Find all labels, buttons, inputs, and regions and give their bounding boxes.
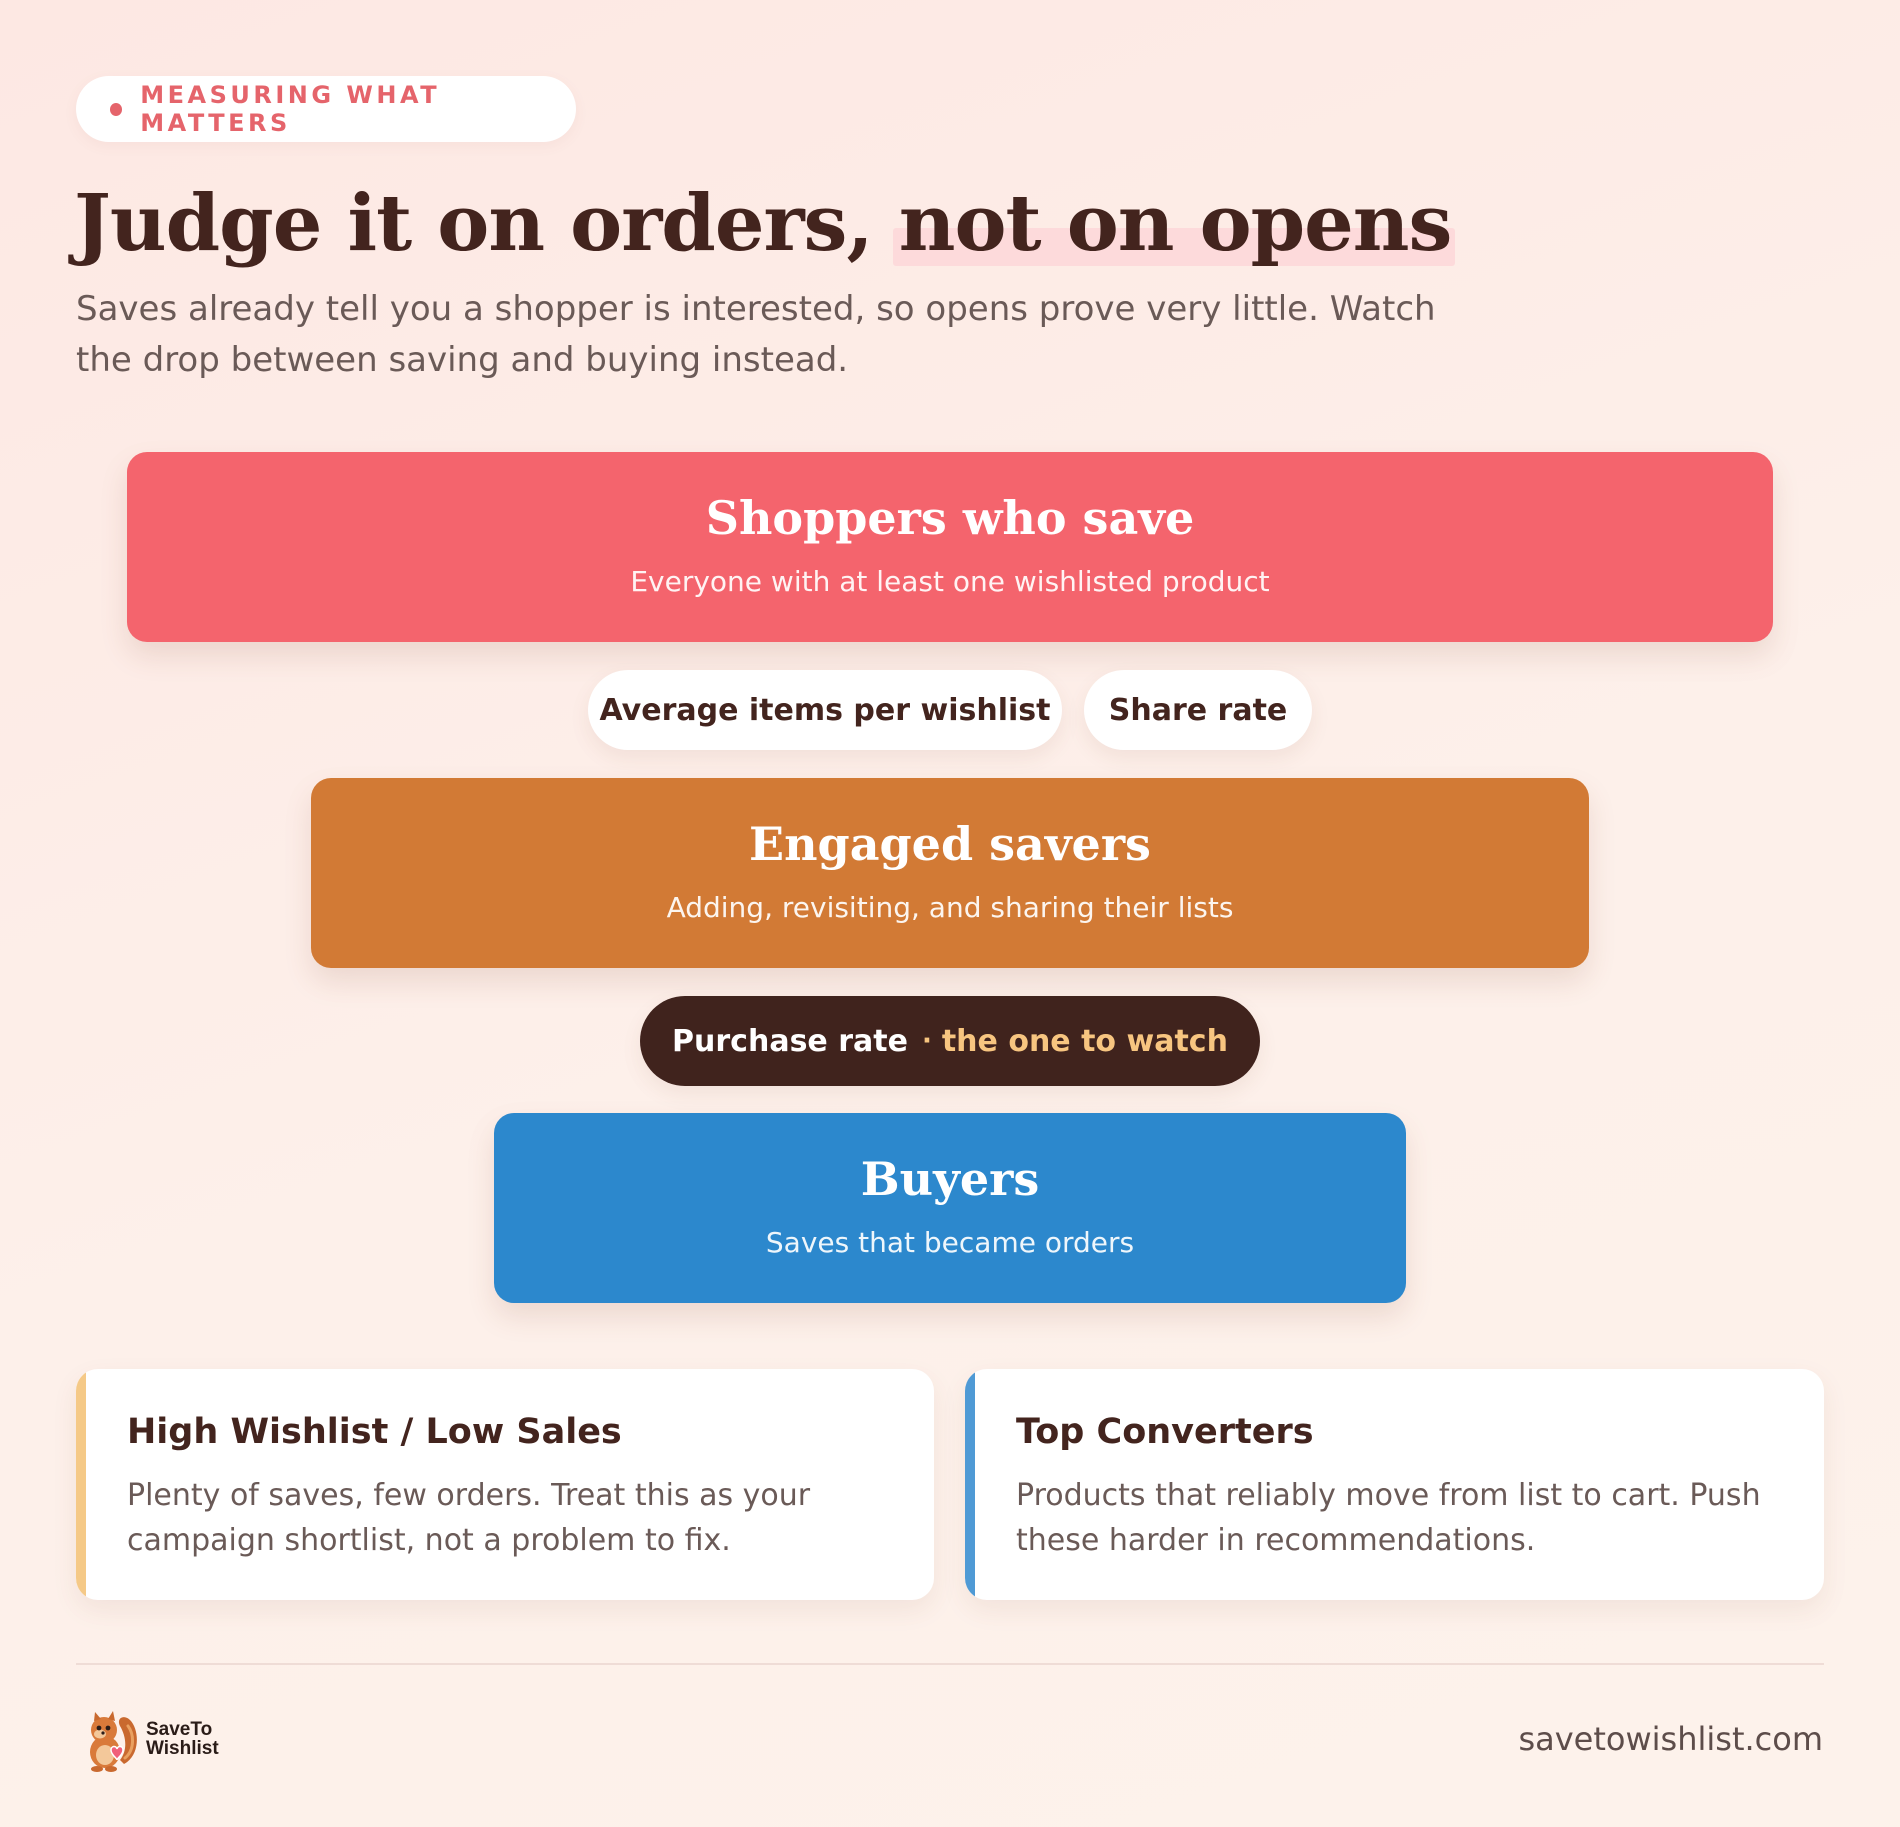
brand-name-line1: SaveTo [146, 1719, 213, 1740]
stage-subtitle: Saves that became orders [765, 1226, 1135, 1259]
card-title: High Wishlist / Low Sales [127, 1412, 622, 1452]
card-accent-bar [965, 1369, 975, 1600]
eyebrow-text: MEASURING WHAT MATTERS [140, 81, 441, 137]
purchase-rate-label: Purchase rate [672, 1023, 908, 1059]
separator-dot: · [921, 1026, 932, 1056]
card-title: Top Converters [1016, 1412, 1314, 1452]
brand-name: SaveTo Wishlist [146, 1720, 219, 1758]
metric-chip-purchase-rate: Purchase rate · the one to watch [640, 996, 1260, 1086]
purchase-rate-accent: the one to watch [941, 1023, 1228, 1059]
site-url-link[interactable]: savetowishlist.com [1518, 1720, 1823, 1758]
footer-divider [76, 1663, 1824, 1665]
card-accent-bar [76, 1369, 86, 1600]
stage-subtitle: Everyone with at least one wishlisted pr… [630, 565, 1270, 598]
metric-chip-average-items: Average items per wishlist [588, 670, 1062, 750]
subtitle: Saves already tell you a shopper is inte… [76, 289, 1436, 380]
brand-logo[interactable]: SaveTo Wishlist [78, 1706, 219, 1772]
card-high-wishlist-low-sales: High Wishlist / Low Sales Plenty of save… [76, 1369, 934, 1600]
headline: Judge it on orders, not on opens [74, 172, 1456, 276]
funnel-stage-savers: Shoppers who save Everyone with at least… [127, 452, 1773, 642]
metric-chip-share-rate: Share rate [1084, 670, 1312, 750]
dot-icon [110, 102, 123, 116]
stage-title: Engaged savers [749, 817, 1151, 871]
stage-title: Buyers [860, 1152, 1040, 1206]
funnel-stage-buyers: Buyers Saves that became orders [494, 1113, 1406, 1303]
card-body: Products that reliably move from list to… [1016, 1478, 1761, 1558]
brand-name-line2: Wishlist [146, 1738, 219, 1759]
headline-highlight-wrap: not on opens [892, 172, 1456, 276]
card-top-converters: Top Converters Products that reliably mo… [965, 1369, 1824, 1600]
headline-part1: Judge it on orders, [74, 178, 874, 269]
headline-highlight: not on opens [898, 178, 1453, 269]
funnel-stage-engaged: Engaged savers Adding, revisiting, and s… [311, 778, 1589, 968]
eyebrow-pill: MEASURING WHAT MATTERS [76, 76, 576, 142]
stage-subtitle: Adding, revisiting, and sharing their li… [666, 891, 1234, 924]
squirrel-heart-icon [90, 1711, 137, 1772]
stage-title: Shoppers who save [705, 491, 1195, 545]
card-body: Plenty of saves, few orders. Treat this … [127, 1478, 811, 1558]
